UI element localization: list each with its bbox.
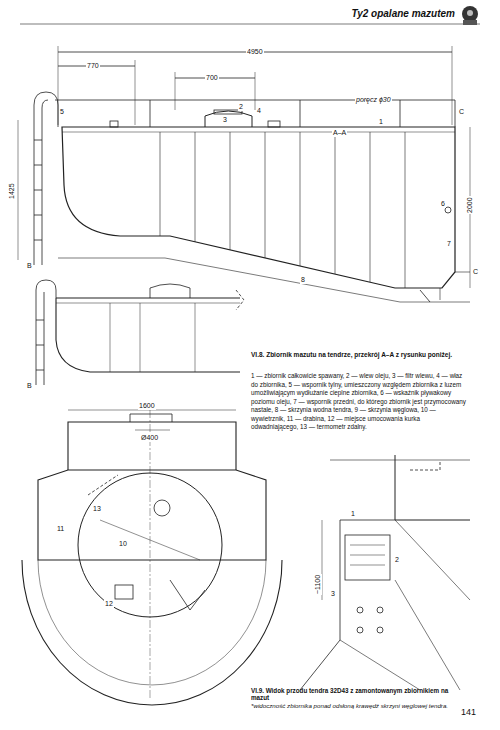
tender-front-view: [22, 410, 282, 705]
dimension: 1425: [8, 182, 16, 200]
dimension: 4950: [246, 48, 264, 56]
callout-number: 1: [378, 118, 384, 126]
section-mark: B: [26, 382, 33, 390]
header-rule: [20, 24, 480, 25]
caption-note: *widoczność zbiornika ponad odsłoną kraw…: [250, 703, 467, 710]
callout-number: 3: [222, 116, 228, 124]
dimension: ~1100: [314, 574, 322, 595]
section-mark: C: [472, 268, 479, 276]
callout-number: 5: [59, 108, 65, 116]
dimension: 700: [205, 74, 219, 82]
dimension: Ø400: [140, 434, 159, 442]
page-header: Ty2 opalane mazutem: [350, 8, 456, 19]
callout-number: 10: [118, 540, 128, 548]
callout-number: 8: [300, 276, 306, 284]
dimension: 770: [86, 62, 100, 70]
section-mark: A–A: [332, 129, 347, 137]
dimension: 2000: [466, 196, 474, 214]
callout-number: 13: [92, 505, 102, 513]
tank-side-view: [18, 46, 470, 302]
caption: VI.9. Widok przodu tendra 32D43 z zamont…: [250, 688, 467, 702]
legend-text: 1 — zbiornik całkowicie spawany, 2 — wle…: [250, 372, 467, 432]
section-mark: B: [26, 262, 33, 270]
tender-side-detail: [300, 455, 470, 690]
callout-number: 3: [330, 590, 336, 598]
section-mark: C: [458, 108, 465, 116]
callout-number: 1: [350, 510, 356, 518]
callout-number: 7: [446, 240, 452, 248]
page-number: 141: [460, 708, 477, 718]
dimension: poręcz ϕ30: [355, 96, 392, 104]
logo-icon: [462, 6, 478, 25]
callout-number: 2: [238, 103, 244, 111]
caption: VI.8. Zbiornik mazutu na tendrze, przekr…: [250, 351, 467, 358]
callout-number: 12: [104, 600, 114, 608]
dimension: 1600: [138, 402, 156, 410]
callout-number: 11: [56, 525, 65, 533]
callout-number: 2: [394, 556, 400, 564]
tank-end-detail: [36, 280, 244, 385]
callout-number: 6: [440, 200, 446, 208]
callout-number: 4: [256, 107, 262, 115]
